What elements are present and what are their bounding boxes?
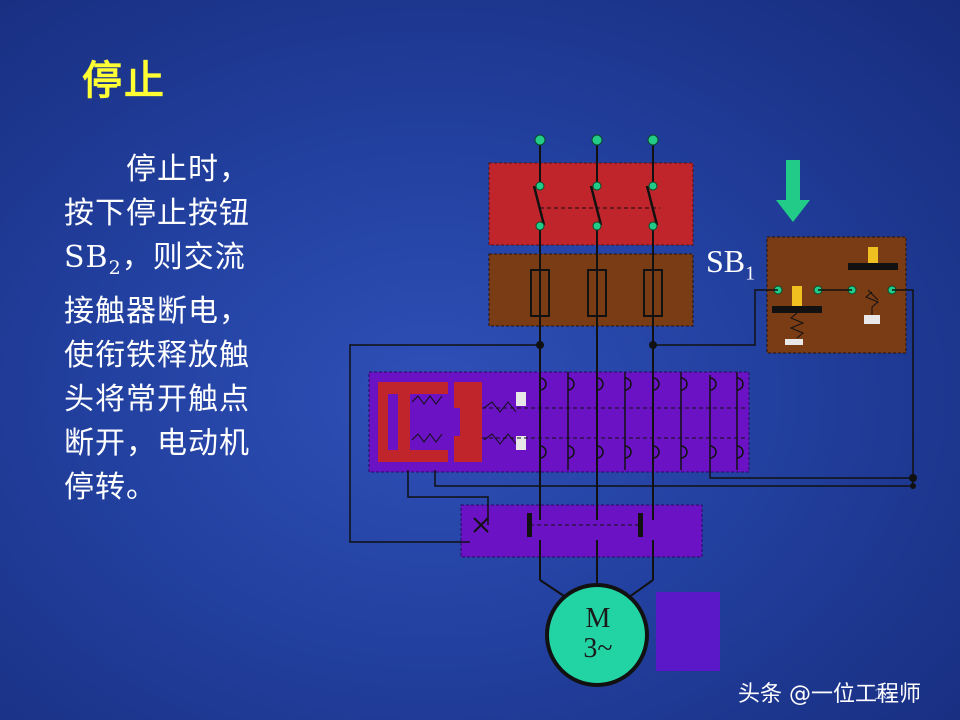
sb2-base: SB (64, 240, 109, 275)
motor-line-2: 3~ (583, 633, 613, 664)
sb2-comma: ， (121, 240, 153, 275)
body-line-8: 停转。 (64, 470, 157, 505)
body-line-6: 头将常开触点 (64, 382, 250, 417)
push-button-box (766, 236, 907, 354)
side-block (656, 592, 720, 671)
motor (545, 583, 649, 687)
contact-arcs (539, 372, 744, 470)
body-line-3-rest: 则交流 (152, 240, 246, 275)
press-arrow-icon (776, 160, 810, 222)
control-wires (349, 289, 914, 543)
push-button-internals (772, 247, 898, 345)
sb2-sub: 2 (108, 257, 122, 279)
sb1-base: SB (706, 243, 746, 279)
page-number: 13 (874, 686, 892, 703)
body-line-3: SB2，则交流 (64, 236, 296, 290)
fuses (530, 269, 663, 317)
fuse-box (488, 253, 694, 327)
motor-label: M 3~ (558, 604, 638, 664)
thermal-relay-box (460, 504, 703, 558)
contactor-core (378, 382, 526, 462)
motor-line-1: M (585, 603, 611, 634)
body-line-7: 断开，电动机 (64, 426, 250, 461)
body-line-1: 停止时， (126, 152, 250, 187)
body-line-2: 按下停止按钮 (64, 196, 250, 231)
body-line-5: 使衔铁释放触 (64, 338, 250, 373)
sb1-sub: 1 (745, 262, 756, 285)
slide-title: 停止 (82, 58, 166, 104)
phase-wires (539, 140, 654, 601)
thermal-relay-elements (473, 513, 643, 537)
sb1-label: SB1 (706, 243, 755, 285)
body-text: 停止时， 按下停止按钮 SB2，则交流 接触器断电， 使衔铁释放触 头将常开触点… (64, 148, 296, 510)
watermark: 头条 @一位工程师 (738, 682, 921, 707)
circuit-breaker-box (488, 162, 694, 246)
body-line-4: 接触器断电， (64, 294, 250, 329)
breaker-blades (532, 185, 659, 226)
